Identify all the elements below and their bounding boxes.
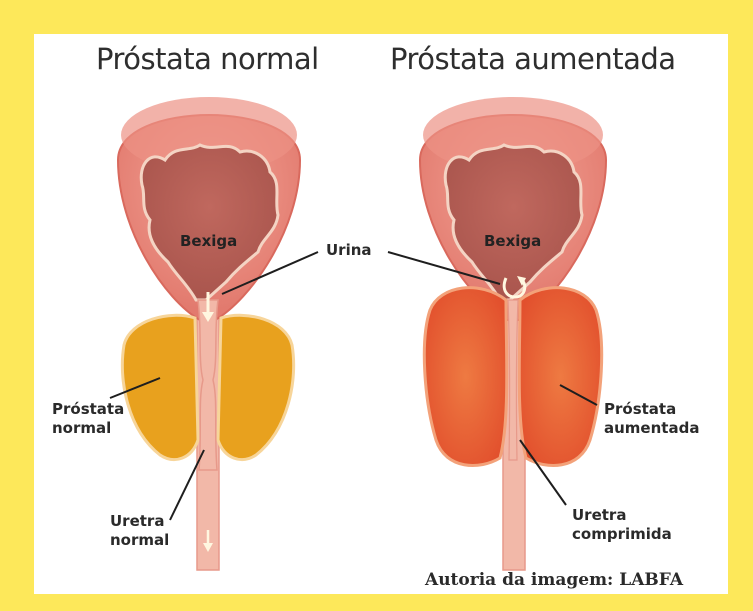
label-prostate-enlarged-line1: Próstata <box>604 400 699 419</box>
label-prostate-normal: Próstata normal <box>52 400 124 438</box>
label-bladder-right: Bexiga <box>484 232 541 251</box>
label-urethra-compressed-line1: Uretra <box>572 506 672 525</box>
label-urethra-normal: Uretra normal <box>110 512 169 550</box>
label-urethra-compressed: Uretra comprimida <box>572 506 672 544</box>
label-urethra-normal-line2: normal <box>110 531 169 550</box>
title-normal-prostate: Próstata normal <box>96 42 319 76</box>
label-prostate-enlarged: Próstata aumentada <box>604 400 699 438</box>
label-bladder-left: Bexiga <box>180 232 237 251</box>
prostate-enlarged-left-lobe <box>424 288 506 466</box>
label-prostate-normal-line2: normal <box>52 419 124 438</box>
label-urethra-compressed-line2: comprimida <box>572 525 672 544</box>
prostate-enlarged-right-lobe <box>519 288 601 466</box>
label-urine: Urina <box>326 241 372 260</box>
image-credit: Autoria da imagem: LABFA <box>425 570 683 590</box>
title-enlarged-prostate: Próstata aumentada <box>390 42 676 76</box>
label-prostate-normal-line1: Próstata <box>52 400 124 419</box>
label-urethra-normal-line1: Uretra <box>110 512 169 531</box>
label-prostate-enlarged-line2: aumentada <box>604 419 699 438</box>
urethra-compressed-section <box>508 300 518 460</box>
